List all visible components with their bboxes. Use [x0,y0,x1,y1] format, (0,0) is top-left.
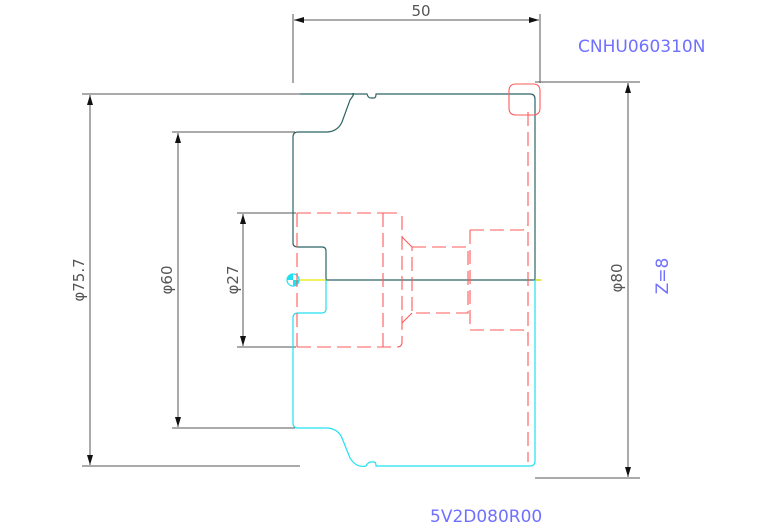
dimension-length-text: 50 [411,2,430,20]
dimension-diameter-80: φ80 [535,81,640,479]
dimension-diameter-60: φ60 [158,131,295,429]
dimension-outer-diameter: φ75.7 [70,93,300,467]
toolpath-lower [292,280,536,467]
insert-label: CNHU060310N [578,37,705,57]
dimension-diameter-80-text: φ80 [608,264,626,293]
dimension-outer-diameter-text: φ75.7 [70,258,88,301]
tool-hidden-lines [296,83,541,462]
dimension-diameter-60-text: φ60 [158,266,176,295]
part-profile-upper [292,93,355,280]
part-top-edge [352,93,536,280]
dimension-diameter-27-text: φ27 [224,266,242,295]
z-label: Z=8 [653,258,673,295]
dimension-length: 50 [292,2,541,83]
tool-label: 5V2D080R00 [430,507,542,523]
dimension-diameter-27: φ27 [224,212,296,348]
